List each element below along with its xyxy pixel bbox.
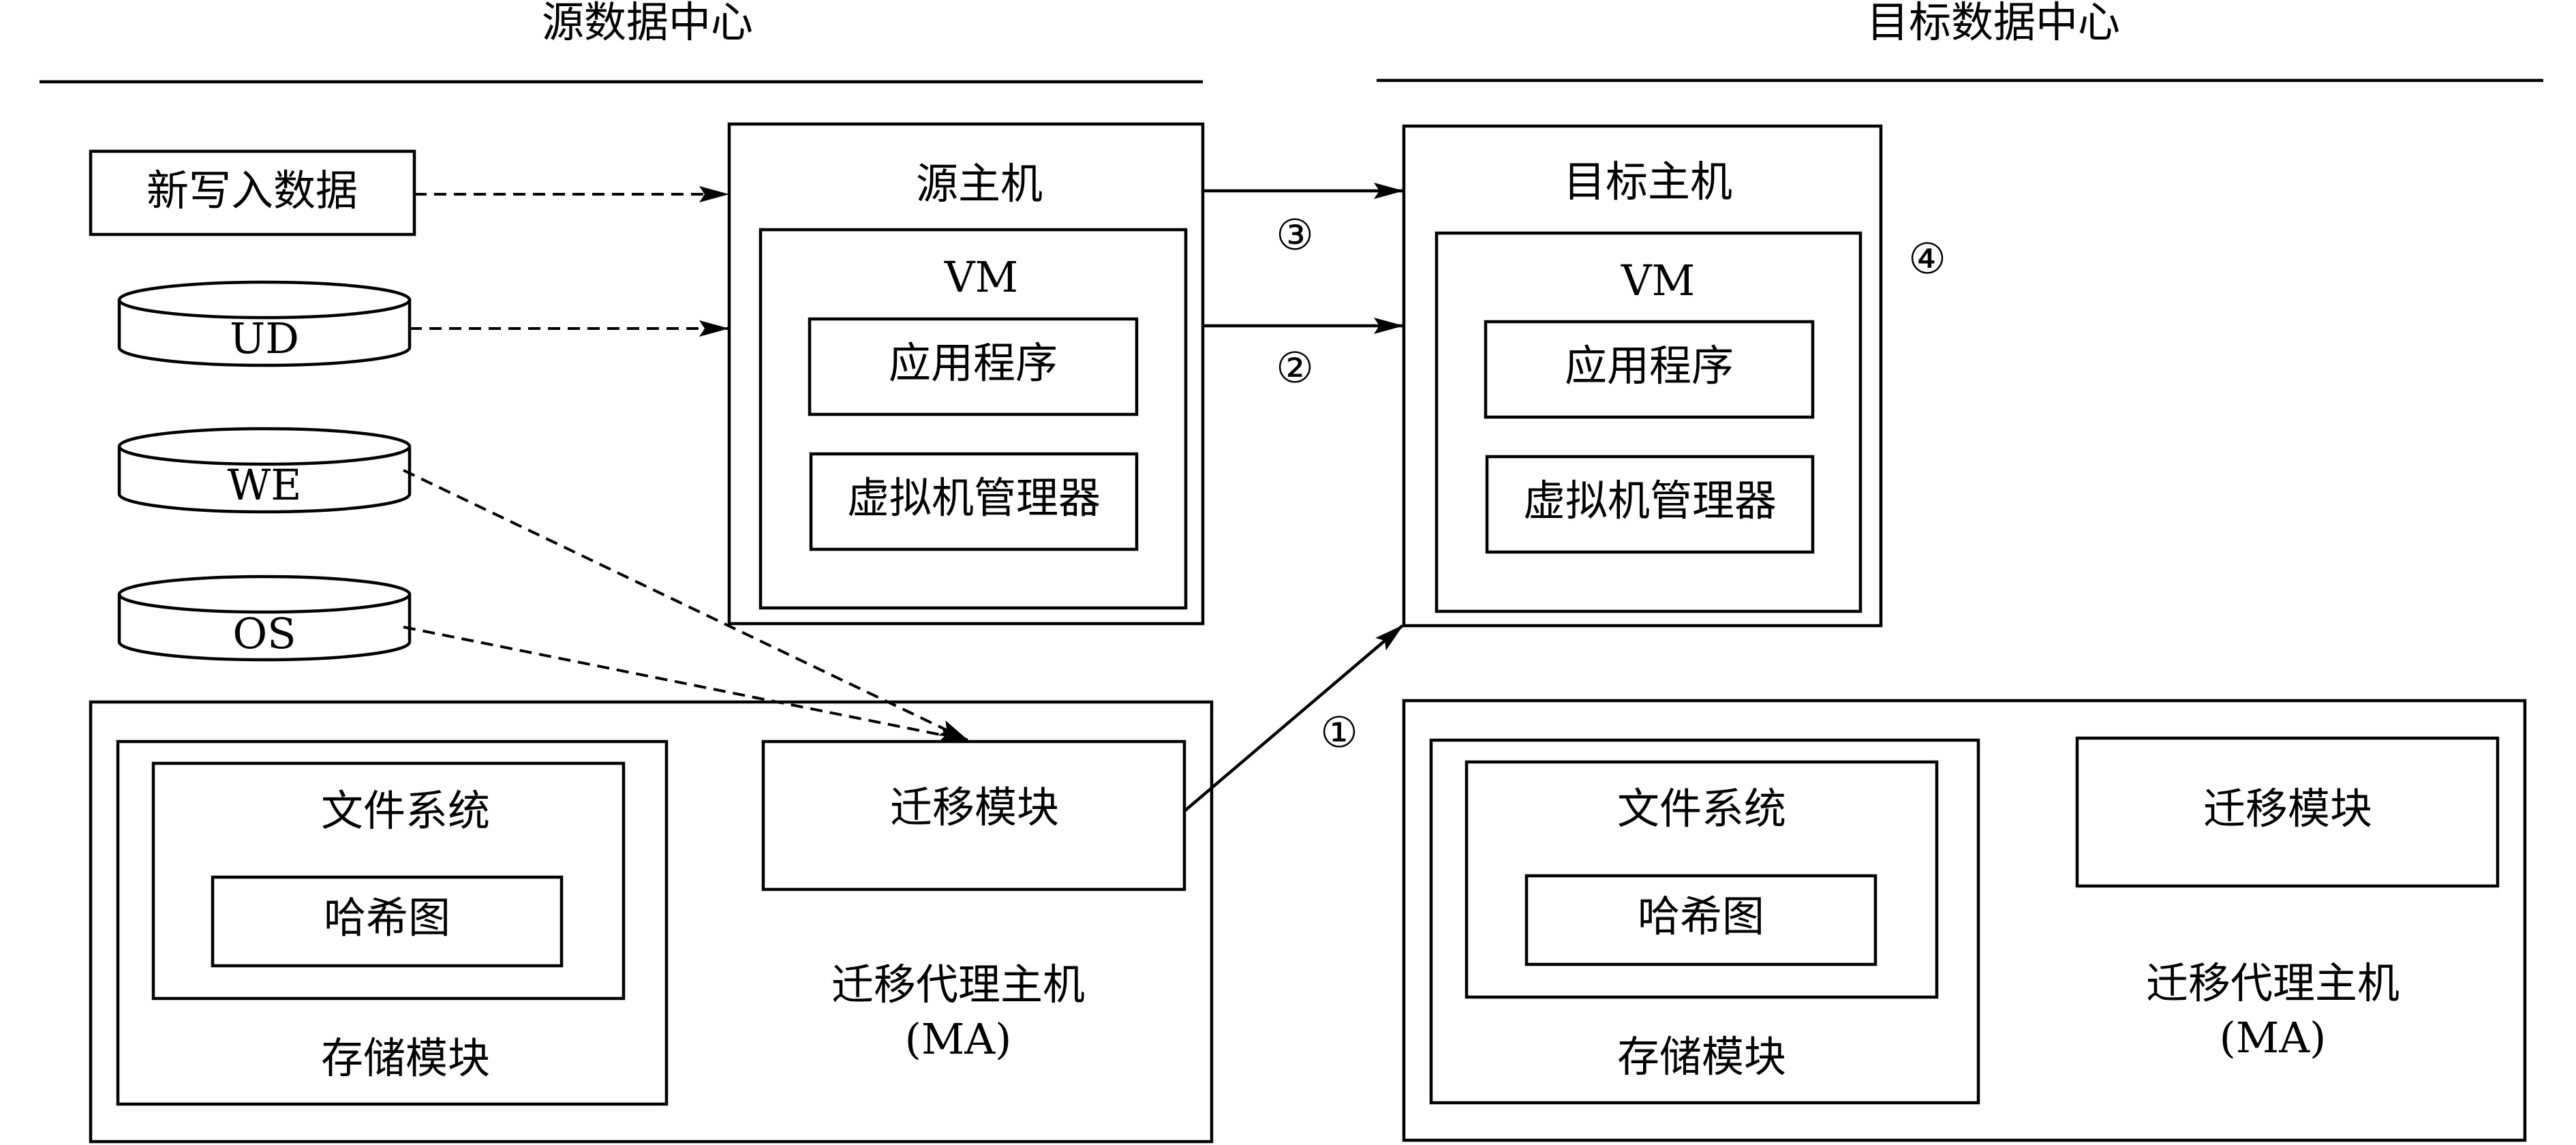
source-vm-box: [758, 228, 1188, 610]
target-hypervisor-label: 虚拟机管理器: [1523, 476, 1777, 525]
disk-ud-label: UD: [230, 314, 299, 363]
source-vm-label: VM: [944, 252, 1018, 302]
source-file-system-label: 文件系统: [321, 786, 490, 836]
target-host: 目标主机 VM 应用程序 虚拟机管理器: [1402, 124, 1883, 628]
source-host-title: 源主机: [916, 159, 1043, 209]
target-app-label: 应用程序: [1565, 341, 1734, 391]
step-2-label: ②: [1276, 343, 1314, 393]
target-host-title: 目标主机: [1563, 157, 1732, 207]
source-storage-module-box: [116, 739, 669, 1106]
arrow-we-to-migration-module: [403, 469, 969, 742]
target-ma-title: 迁移代理主机: [2146, 958, 2399, 1008]
target-hash-map-label: 哈希图: [1638, 891, 1764, 941]
source-dc-header: 源数据中心: [40, 0, 1203, 84]
new-write-data-box: 新写入数据: [89, 149, 416, 236]
step-4-label: ④: [1908, 234, 1946, 284]
source-file-system-box: [151, 761, 626, 1001]
source-hash-map-box: [211, 875, 564, 968]
source-ma: 文件系统 哈希图 存储模块 迁移模块 迁移代理主机 (MA): [89, 700, 1214, 1144]
disk-os: OS: [117, 575, 412, 662]
source-migration-module-box: [761, 739, 1186, 891]
new-write-data-label: 新写入数据: [147, 166, 358, 215]
source-storage-module-label: 存储模块: [321, 1033, 490, 1083]
target-file-system-box: [1465, 760, 1939, 999]
source-hypervisor-box: [809, 452, 1139, 551]
arrow-os-to-migration-module: [403, 626, 969, 743]
target-app-box: [1484, 320, 1815, 419]
step-3-label: ③: [1276, 210, 1314, 260]
target-storage-module-label: 存储模块: [1617, 1032, 1786, 1082]
disk-we: WE: [117, 427, 412, 514]
source-migration-module-label: 迁移模块: [890, 782, 1059, 832]
target-hypervisor-box: [1485, 455, 1815, 554]
source-hypervisor-label: 虚拟机管理器: [847, 473, 1101, 523]
target-vm-box: [1435, 231, 1862, 613]
target-migration-module-label: 迁移模块: [2203, 784, 2372, 834]
source-app-label: 应用程序: [889, 338, 1058, 388]
disk-os-label: OS: [232, 609, 296, 658]
target-file-system-label: 文件系统: [1617, 784, 1786, 834]
target-migration-module-box: [2075, 736, 2500, 888]
target-vm-label: VM: [1621, 256, 1695, 305]
disk-ud: UD: [117, 280, 412, 367]
source-app-box: [808, 317, 1139, 416]
source-hash-map-label: 哈希图: [324, 893, 450, 943]
target-storage-module-box: [1429, 738, 1980, 1105]
target-hash-map-box: [1524, 874, 1877, 966]
step-1-label: ①: [1320, 707, 1358, 757]
target-ma-subtitle: (MA): [2220, 1013, 2327, 1063]
source-ma-subtitle: (MA): [905, 1014, 1012, 1064]
target-dc-header: 目标数据中心: [1377, 0, 2543, 82]
disk-we-label: WE: [228, 460, 302, 510]
target-ma: 文件系统 哈希图 存储模块 迁移模块 迁移代理主机 (MA): [1402, 699, 2527, 1142]
source-ma-title: 迁移代理主机: [831, 960, 1085, 1009]
source-host: 源主机 VM 应用程序 虚拟机管理器: [727, 122, 1205, 626]
arrow-step1: [1183, 624, 1404, 812]
target-dc-title: 目标数据中心: [1867, 0, 2120, 47]
source-dc-title: 源数据中心: [542, 0, 753, 47]
